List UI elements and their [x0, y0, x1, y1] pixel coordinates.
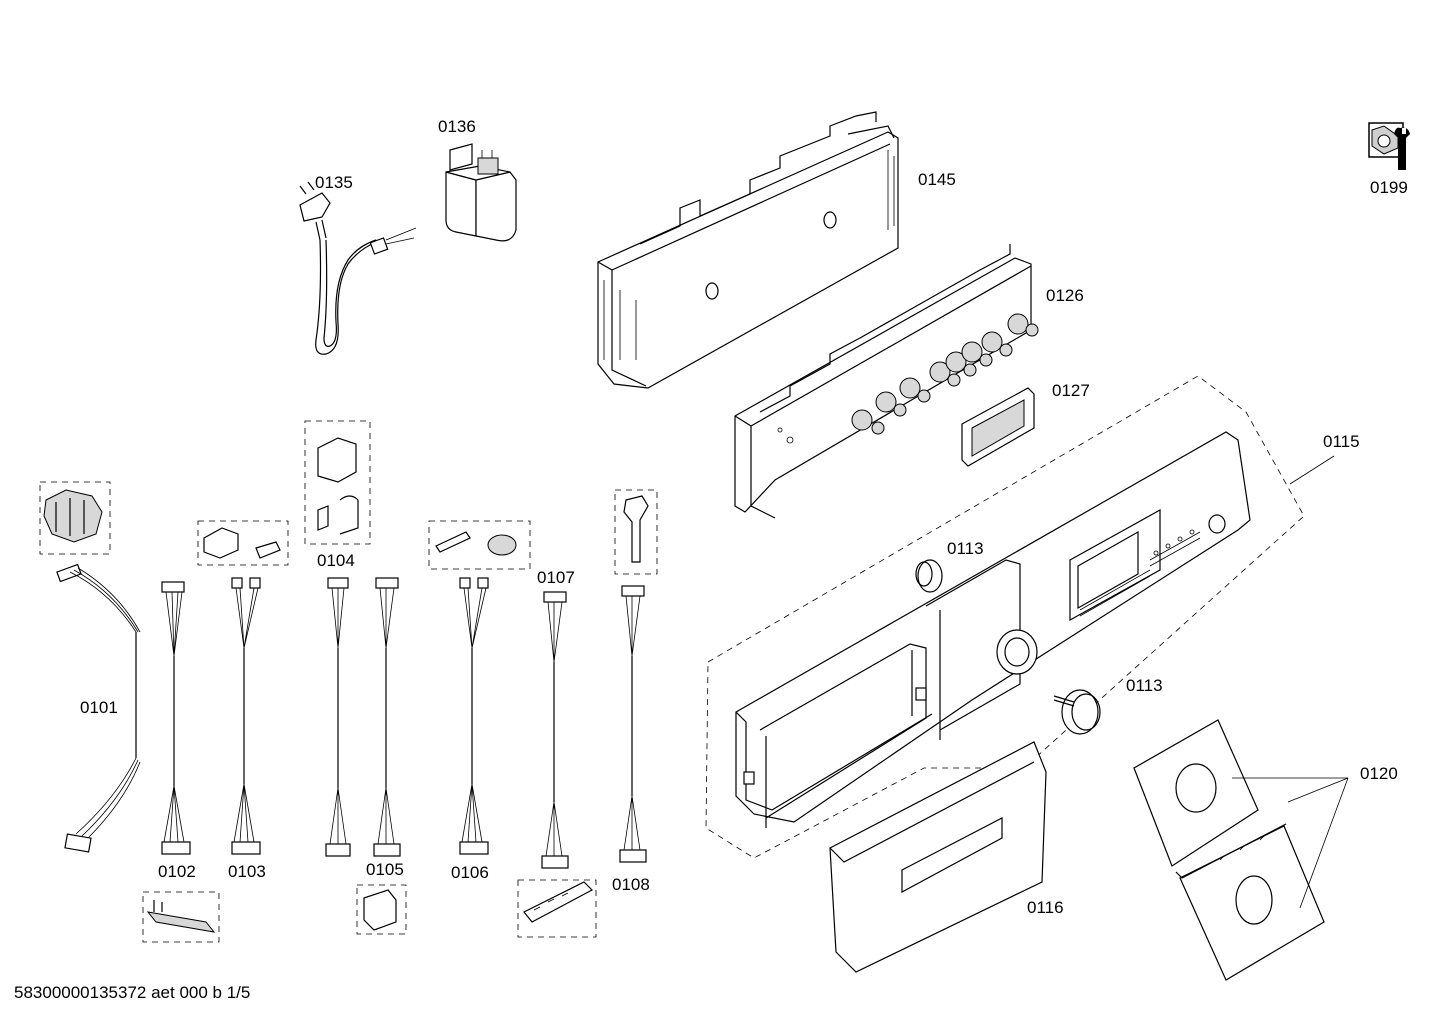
part-label-0199[interactable]: 0199: [1370, 178, 1408, 197]
part-label-0104[interactable]: 0104: [317, 551, 355, 570]
part-label-0127[interactable]: 0127: [1052, 381, 1090, 400]
part-label-0106[interactable]: 0106: [451, 863, 489, 882]
part-label-0103[interactable]: 0103: [228, 862, 266, 881]
power-module-housing-drawing: [597, 111, 899, 389]
display-drawing: [961, 387, 1035, 467]
interference-filter-drawing: [445, 143, 517, 242]
wiring-harnesses: [56, 563, 647, 869]
part-label-0116[interactable]: 0116: [1027, 898, 1064, 917]
part-label-0120[interactable]: 0120: [1360, 764, 1398, 783]
decor-plate-drawing: [1133, 719, 1325, 981]
part-label-0108[interactable]: 0108: [612, 875, 650, 894]
part-label-0113-small-knob[interactable]: 0113: [947, 539, 984, 558]
knob-large-drawing: [1053, 689, 1101, 735]
fascia-panel-drawing: [705, 375, 1305, 859]
leader-lines: [1232, 455, 1349, 909]
part-label-0145[interactable]: 0145: [918, 170, 956, 189]
power-cord-drawing: [299, 181, 417, 355]
drawer-handle-drawing: [829, 741, 1047, 973]
document-id: 58300000135372 aet 000 b 1/5: [14, 983, 251, 1002]
part-label-0115[interactable]: 0115: [1323, 432, 1360, 451]
component-boxes: [39, 420, 658, 943]
control-module-drawing: [734, 244, 1039, 519]
part-label-0113-large-knob[interactable]: 0113: [1126, 676, 1163, 695]
part-label-0136[interactable]: 0136: [438, 117, 476, 136]
part-label-0102[interactable]: 0102: [158, 862, 196, 881]
part-label-0126[interactable]: 0126: [1046, 286, 1084, 305]
wrench-nut-icon: [1368, 122, 1410, 170]
part-label-0135[interactable]: 0135: [315, 173, 353, 192]
part-label-0107[interactable]: 0107: [537, 568, 575, 587]
part-label-0101[interactable]: 0101: [80, 698, 118, 717]
control-knob-springs: [851, 313, 1039, 435]
knob-small-drawing: [915, 559, 943, 593]
part-label-0105[interactable]: 0105: [366, 860, 404, 879]
